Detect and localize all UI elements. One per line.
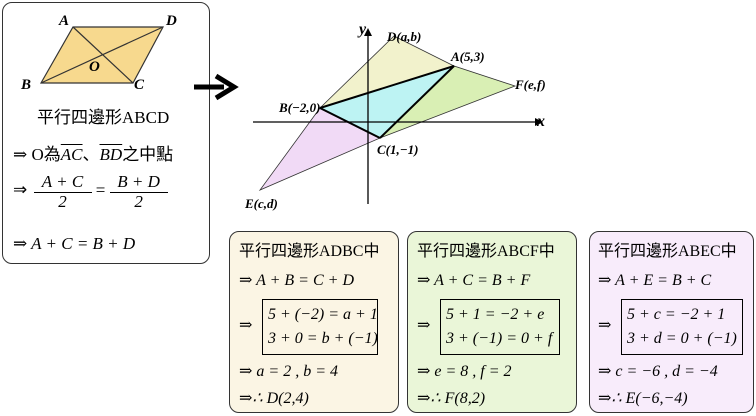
box2-arrow: ⇒ (417, 317, 431, 334)
label-o: O (89, 59, 100, 75)
label-a: A (58, 13, 69, 29)
box1-title: 平行四邊形ADBC中 (239, 243, 380, 260)
box1-equation-system: 5 + (−2) = a + 1 3 + 0 = b + (−1) (262, 299, 378, 355)
label-point-e: E(c,d) (244, 196, 278, 211)
left-midpoint-line: ⇒ O為AC、BD之中點 (13, 146, 173, 163)
label-d: D (165, 13, 177, 29)
box2-vector-eq: ⇒ A + C = B + F (417, 272, 531, 289)
label-point-b: B(−2,0) (278, 100, 320, 115)
label-b: B (20, 77, 31, 93)
segment-separator: 、 (82, 145, 100, 164)
label-point-a: A(5,3) (450, 49, 485, 64)
box3-solution: ⇒ c = −6 , d = −4 (598, 363, 718, 380)
y-axis-arrowhead (364, 28, 372, 36)
midpoint-prefix: ⇒ O為 (13, 145, 61, 164)
box2-solution: ⇒ e = 8 , f = 2 (417, 363, 512, 380)
implies-arrow: ⇒ (13, 180, 28, 201)
segment-bc (319, 107, 381, 139)
label-point-d: D(a,b) (386, 29, 421, 44)
box1-eq1: 5 + (−2) = a + 1 (268, 306, 378, 323)
box2-equation-system: 5 + 1 = −2 + e 3 + (−1) = 0 + f (440, 299, 560, 355)
left-title: 平行四邊形ABCD (37, 108, 170, 127)
box-parallelogram-abec: 平行四邊形ABEC中 ⇒ A + E = B + C ⇒ 5 + c = −2 … (589, 231, 754, 413)
fraction-equals: = (95, 180, 106, 200)
midpoint-suffix: 之中點 (122, 145, 174, 164)
box1-arrow: ⇒ (239, 317, 253, 334)
left-summary-box: A D B C O 平行四邊形ABCD ⇒ O為AC、BD之中點 ⇒ A + C… (2, 2, 210, 264)
box-parallelogram-abcf: 平行四邊形ABCF中 ⇒ A + C = B + F ⇒ 5 + 1 = −2 … (407, 231, 577, 413)
box1-solution: ⇒ a = 2 , b = 4 (239, 363, 338, 380)
box1-eq2: 3 + 0 = b + (−1) (268, 330, 378, 347)
coordinate-graph: y x D(a,b) A(5,3) F(e,f) B(−2,0) C(1,−1)… (244, 21, 546, 211)
box3-equation-system: 5 + c = −2 + 1 3 + d = 0 + (−1) (621, 299, 743, 355)
label-point-f: F(e,f) (514, 77, 546, 92)
box3-result: ⇒∴ E(−6,−4) (598, 390, 688, 407)
box1-result: ⇒∴ D(2,4) (239, 390, 309, 407)
label-point-c: C(1,−1) (377, 142, 418, 157)
parallelogram-abcd-figure: A D B C O (20, 13, 177, 93)
box3-vector-eq: ⇒ A + E = B + C (598, 272, 712, 289)
box2-title: 平行四邊形ABCF中 (417, 243, 555, 260)
box2-result: ⇒∴ F(8,2) (417, 390, 486, 407)
left-conclusion: ⇒ A + C = B + D (13, 234, 136, 253)
box3-title: 平行四邊形ABEC中 (598, 243, 737, 260)
x-axis-label: x (536, 113, 545, 130)
x-axis-arrowhead (535, 118, 543, 126)
segment-ab (319, 65, 455, 109)
y-axis-label: y (357, 21, 367, 38)
segment-bd: BD (99, 145, 123, 164)
big-right-arrow (194, 73, 239, 101)
box2-eq1: 5 + 1 = −2 + e (446, 306, 545, 323)
label-c: C (134, 77, 145, 93)
box-parallelogram-adbc: 平行四邊形ADBC中 ⇒ A + B = C + D ⇒ 5 + (−2) = … (229, 231, 399, 413)
segment-ac: AC (60, 145, 83, 164)
box1-vector-eq: ⇒ A + B = C + D (239, 272, 354, 289)
box3-eq1: 5 + c = −2 + 1 (627, 306, 726, 323)
diagonal-bd (40, 26, 164, 84)
box2-eq2: 3 + (−1) = 0 + f (446, 330, 553, 347)
box3-arrow: ⇒ (598, 317, 612, 334)
box3-eq2: 3 + d = 0 + (−1) (627, 330, 737, 347)
segment-ac (379, 65, 455, 139)
